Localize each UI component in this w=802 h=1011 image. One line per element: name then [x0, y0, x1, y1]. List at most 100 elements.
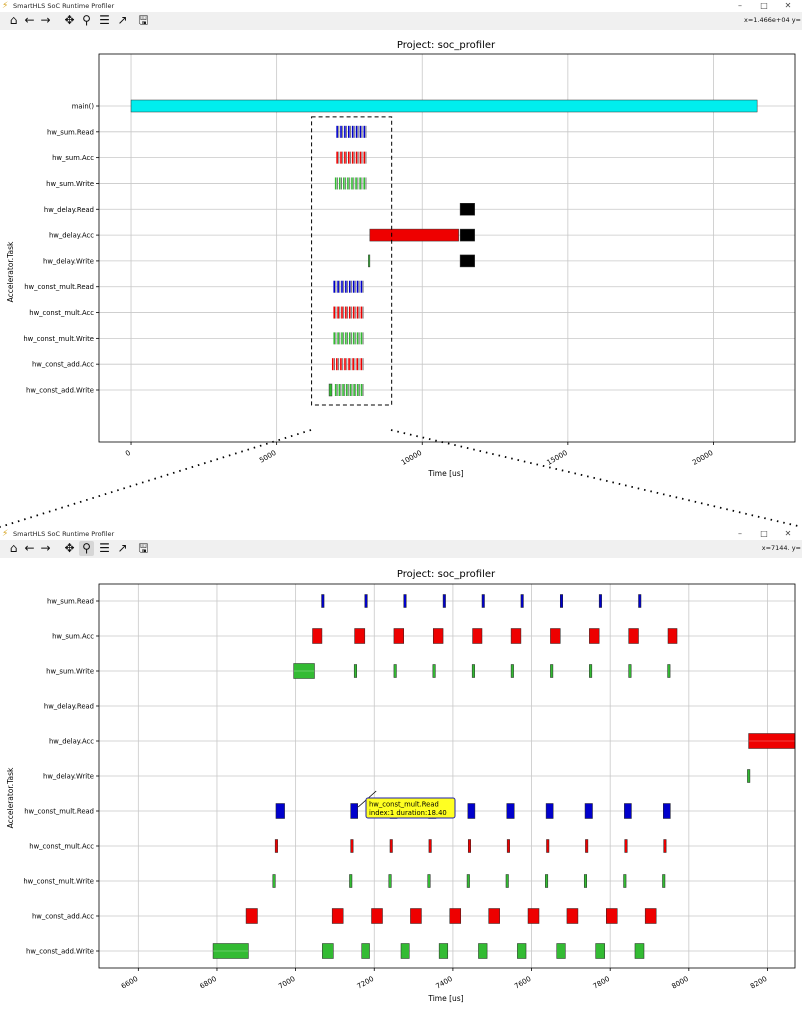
timeline-pulse: [335, 280, 337, 293]
timeline-bar: [550, 664, 554, 678]
zoom-icon[interactable]: ⚲: [82, 13, 91, 27]
top-plot[interactable]: Project: soc_profiler Accelerator.Task T…: [0, 30, 802, 485]
pan-icon[interactable]: ✥: [64, 541, 75, 555]
timeline-pulse: [338, 125, 340, 138]
home-icon[interactable]: ⌂: [9, 541, 18, 555]
x-tick-label: 8200: [749, 975, 768, 991]
y-tick-label: hw_const_mult.Acc: [29, 309, 94, 317]
y-tick-label: hw_delay.Write: [43, 257, 94, 265]
timeline-bar: [624, 803, 632, 819]
timeline-bar: [550, 628, 561, 644]
close-button[interactable]: ✕: [784, 529, 792, 538]
timeline-pulse: [342, 384, 344, 396]
timeline-pulse: [363, 125, 366, 138]
timeline-pulse: [345, 306, 347, 319]
y-tick-label: hw_sum.Acc: [52, 633, 94, 641]
timeline-pulse: [341, 280, 343, 293]
timeline-pulse: [351, 125, 354, 138]
back-icon[interactable]: ←: [24, 541, 35, 555]
home-icon[interactable]: ⌂: [9, 13, 18, 27]
timeline-bar: [245, 908, 258, 924]
zoom-icon[interactable]: ⚲: [79, 541, 94, 556]
timeline-pulse: [338, 358, 340, 371]
forward-icon[interactable]: →: [40, 541, 51, 555]
edit-axis-icon[interactable]: ↗: [117, 13, 128, 27]
timeline-pulse: [353, 125, 355, 138]
timeline-pulse: [336, 151, 338, 164]
timeline-bar: [628, 628, 639, 644]
minimize-button[interactable]: –: [738, 529, 742, 538]
timeline-pulse: [361, 151, 363, 164]
timeline-pulse: [363, 151, 366, 164]
timeline-bar: [559, 594, 563, 608]
timeline-bar: [432, 628, 444, 644]
timeline-bar: [459, 228, 475, 242]
timeline-bar: [545, 803, 554, 819]
save-icon[interactable]: 🖫: [138, 541, 149, 555]
y-tick-label: hw_sum.Read: [47, 598, 94, 606]
timeline-bar: [598, 594, 602, 608]
timeline-pulse: [357, 384, 359, 396]
timeline-pulse: [363, 177, 366, 190]
timeline-bar: [400, 943, 410, 959]
edit-axis-icon[interactable]: ↗: [117, 541, 128, 555]
timeline-pulse: [357, 125, 359, 138]
timeline-bar: [353, 664, 357, 678]
timeline-pulse: [334, 384, 337, 396]
timeline-pulse: [343, 306, 345, 319]
timeline-pulse: [340, 177, 342, 190]
timeline-pulse: [355, 384, 357, 396]
timeline-pulse: [347, 332, 349, 345]
timeline-bar: [331, 908, 344, 924]
y-tick-label: hw_sum.Write: [46, 668, 94, 676]
timeline-bar: [506, 839, 510, 853]
save-icon[interactable]: 🖫: [138, 13, 149, 27]
timeline-pulse: [354, 332, 356, 345]
timeline-pulse: [334, 177, 337, 190]
zoom-region-box: [311, 116, 393, 406]
pan-icon[interactable]: ✥: [64, 13, 75, 27]
back-icon[interactable]: ←: [24, 13, 35, 27]
timeline-bar: [478, 943, 488, 959]
timeline-pulse: [333, 306, 336, 319]
maximize-button[interactable]: □: [760, 1, 768, 10]
timeline-pulse: [361, 125, 363, 138]
minimize-button[interactable]: –: [738, 1, 742, 10]
forward-icon[interactable]: →: [40, 13, 51, 27]
timeline-pulse: [362, 280, 364, 293]
bottom-plot[interactable]: Project: soc_profiler Accelerator.Task T…: [0, 558, 802, 1011]
y-tick-label: hw_delay.Read: [44, 703, 94, 711]
y-tick-label: hw_const_mult.Write: [23, 335, 94, 343]
timeline-pulse: [359, 125, 362, 138]
timeline-pulse: [365, 151, 367, 164]
timeline-pulse: [359, 151, 362, 164]
timeline-pulse: [348, 306, 351, 319]
timeline-bar: [130, 99, 758, 113]
title-bar: ⚡ SmartHLS SoC Runtime Profiler – □ ✕: [0, 528, 802, 540]
timeline-pulse: [355, 125, 358, 138]
timeline-pulse: [338, 151, 340, 164]
timeline-bar: [349, 874, 353, 888]
y-tick-label: main(): [72, 103, 95, 111]
configure-subplots-icon[interactable]: ☰: [99, 13, 110, 27]
timeline-pulse: [342, 125, 344, 138]
timeline-pulse: [352, 332, 355, 345]
timeline-bar: [350, 803, 358, 819]
timeline-pulse: [331, 358, 334, 371]
x-tick-label: 0: [124, 449, 132, 458]
maximize-button[interactable]: □: [760, 529, 768, 538]
plot-title: Project: soc_profiler: [397, 569, 496, 580]
x-axis-label: Time [us]: [427, 994, 463, 1003]
timeline-pulse: [343, 332, 345, 345]
window-title: SmartHLS SoC Runtime Profiler: [13, 530, 115, 538]
x-tick-label: 7400: [434, 975, 453, 991]
close-button[interactable]: ✕: [784, 1, 792, 10]
x-tick-label: 7600: [513, 975, 532, 991]
plot-area: [99, 54, 795, 442]
y-tick-label: hw_delay.Acc: [49, 738, 94, 746]
tooltip-box: [365, 797, 456, 819]
plot-frame: [98, 53, 796, 443]
configure-subplots-icon[interactable]: ☰: [99, 541, 110, 555]
timeline-bar: [388, 874, 392, 888]
timeline-bar: [545, 874, 549, 888]
